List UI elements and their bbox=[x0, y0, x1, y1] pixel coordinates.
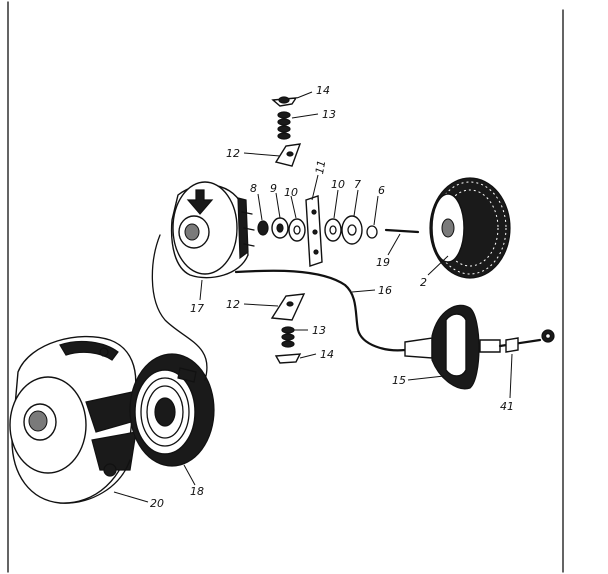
label-part-19: 19 bbox=[376, 256, 390, 269]
lower-clip-assembly bbox=[270, 293, 306, 364]
starter-housing-part-20 bbox=[9, 335, 139, 504]
control-cable-part-16 bbox=[234, 269, 407, 352]
washer-stack bbox=[257, 195, 378, 267]
label-part-11: 11 bbox=[313, 159, 328, 175]
leader-lines bbox=[113, 91, 513, 503]
spring-pulley-part-18 bbox=[129, 353, 215, 467]
label-part-12-lower: 12 bbox=[226, 298, 240, 311]
upper-clip-assembly bbox=[271, 96, 302, 167]
part-10-washer-a bbox=[288, 218, 306, 242]
label-part-8: 8 bbox=[250, 182, 257, 195]
label-part-16: 16 bbox=[378, 284, 392, 297]
label-part-6: 6 bbox=[378, 184, 385, 197]
label-part-17: 17 bbox=[190, 302, 204, 315]
part-7-washer bbox=[341, 215, 363, 245]
label-part-41: 41 bbox=[500, 400, 514, 413]
label-part-13-upper: 13 bbox=[322, 108, 336, 121]
label-part-12-upper: 12 bbox=[226, 147, 240, 160]
part-12-lower-clip bbox=[270, 293, 306, 321]
label-part-10-b: 10 bbox=[331, 178, 345, 191]
label-part-14-upper: 14 bbox=[316, 84, 330, 97]
label-part-15: 15 bbox=[392, 374, 406, 387]
cable-end-part-41 bbox=[498, 329, 555, 353]
part-8-nut bbox=[257, 220, 269, 236]
part-13-upper-spring bbox=[277, 111, 291, 140]
handle-part-15 bbox=[404, 304, 501, 390]
label-part-13-lower: 13 bbox=[312, 324, 326, 337]
label-part-2: 2 bbox=[420, 276, 427, 289]
starter-rope bbox=[151, 234, 208, 381]
label-part-9: 9 bbox=[270, 182, 277, 195]
label-part-10-a: 10 bbox=[284, 186, 298, 199]
part-14-lower-nut bbox=[274, 353, 302, 364]
label-part-14-lower: 14 bbox=[320, 348, 334, 361]
part-13-lower-spring bbox=[281, 326, 295, 348]
label-part-20: 20 bbox=[150, 497, 164, 510]
part-10-washer-b bbox=[324, 218, 342, 242]
part-19-pin bbox=[384, 228, 420, 234]
rotor-cup-part-17 bbox=[170, 181, 255, 279]
label-part-18: 18 bbox=[190, 485, 204, 498]
part-6-clip bbox=[366, 225, 378, 239]
coil-spring-part-2 bbox=[429, 177, 511, 279]
label-part-7: 7 bbox=[354, 178, 361, 191]
